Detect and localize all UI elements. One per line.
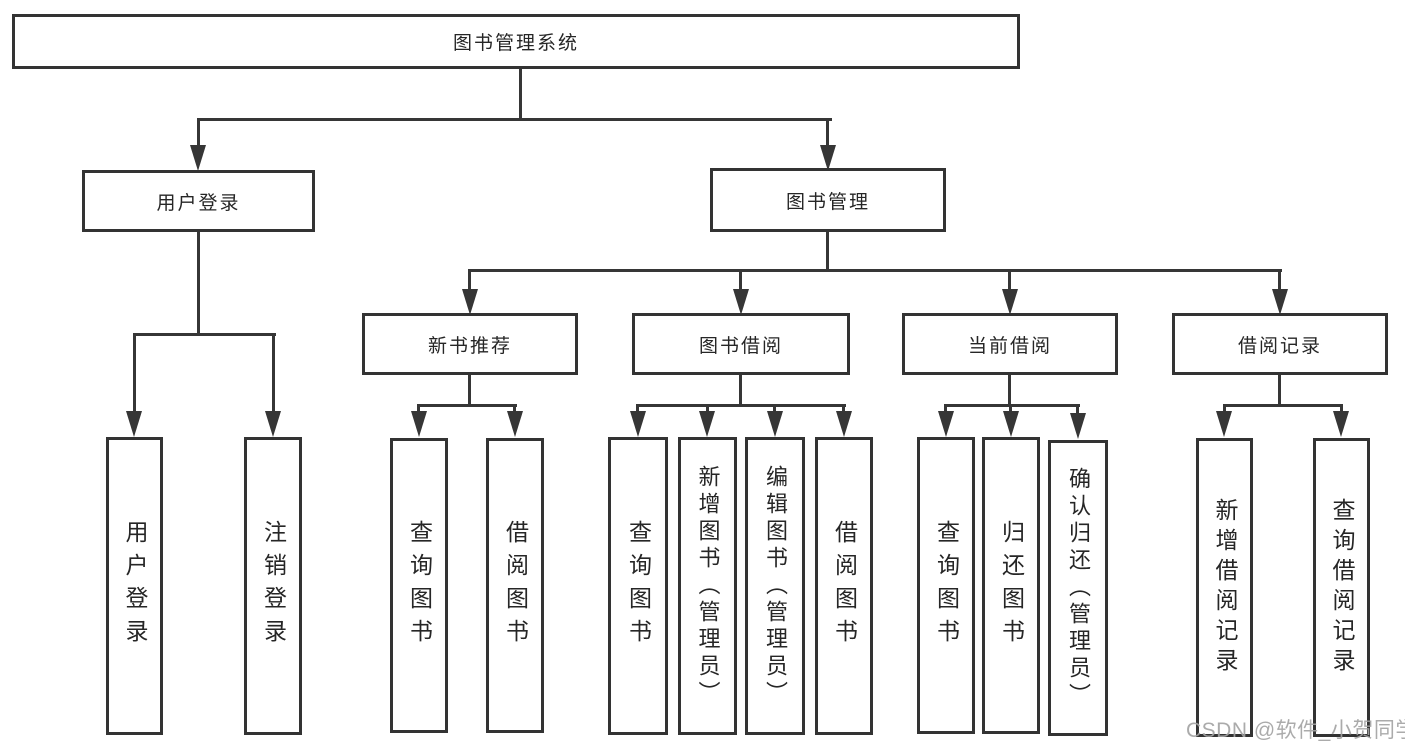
connector-drop-leaf-logout [272,333,275,413]
connector-drop-records-add [1223,404,1226,414]
connector-level3-branch [468,269,1282,272]
connector-drop-book-management [826,118,829,146]
leaf-recommend-query-books: 查询图书 [390,438,448,733]
node-root: 图书管理系统 [12,14,1020,69]
connector-user-login-stem [197,232,200,335]
connector-drop-current-query [944,404,947,414]
leaf-user-login: 用户登录 [106,437,163,735]
leaf-logout: 注销登录 [244,437,302,735]
connector-book-management-stem [826,232,829,272]
leaf-borrow-borrow-books: 借阅图书 [815,437,873,735]
arrow-book-management [820,145,836,171]
arrow-current-borrow [1002,289,1018,315]
connector-drop-recommend-query [417,404,420,414]
arrow-current-return [1003,411,1019,437]
connector-current-borrow-stem [1008,375,1011,406]
leaf-records-add-record: 新增借阅记录 [1196,438,1253,737]
arrow-borrow-borrow [836,411,852,437]
arrow-book-borrow [733,289,749,315]
connector-drop-borrow-edit [773,404,776,414]
leaf-borrow-query-books: 查询图书 [608,437,668,735]
node-user-login: 用户登录 [82,170,315,232]
connector-borrow-records-branch [1223,404,1343,407]
arrow-current-confirm [1070,413,1086,439]
connector-drop-borrow-records [1278,269,1281,291]
connector-drop-leaf-user-login [133,333,136,413]
leaf-borrow-add-books-admin: 新增图书（管理员） [678,437,737,735]
node-book-borrow: 图书借阅 [632,313,850,375]
arrow-leaf-user-login [126,411,142,437]
arrow-records-query [1333,411,1349,437]
arrow-borrow-records [1272,289,1288,315]
connector-drop-recommend-borrow [513,404,516,414]
leaf-borrow-edit-books-admin: 编辑图书（管理员） [745,437,805,735]
arrow-recommend-query [411,411,427,437]
leaf-current-confirm-return-admin: 确认归还（管理员） [1048,440,1108,736]
connector-drop-current-borrow [1008,269,1011,291]
connector-root-stem [519,69,522,121]
connector-new-book-recommend-stem [468,375,471,406]
arrow-current-query [938,411,954,437]
arrow-records-add [1216,411,1232,437]
arrow-leaf-logout [265,411,281,437]
arrow-user-login [190,145,206,171]
connector-current-borrow-branch [944,404,1080,407]
arrow-borrow-edit [767,411,783,437]
connector-drop-current-confirm [1076,404,1079,414]
connector-borrow-records-stem [1278,375,1281,406]
leaf-current-return-books: 归还图书 [982,437,1040,734]
connector-drop-book-borrow [739,269,742,291]
connector-drop-borrow-query [636,404,639,414]
arrow-new-book-recommend [462,289,478,315]
connector-drop-new-book-recommend [468,269,471,291]
connector-drop-current-return [1009,404,1012,414]
node-borrow-records: 借阅记录 [1172,313,1388,375]
connector-drop-borrow-add [706,404,709,414]
connector-book-borrow-stem [739,375,742,406]
arrow-borrow-add [699,411,715,437]
leaf-recommend-borrow-books: 借阅图书 [486,438,544,733]
connector-book-borrow-branch [636,404,846,407]
connector-drop-user-login [197,118,200,146]
connector-new-book-recommend-branch [417,404,517,407]
leaf-current-query-books: 查询图书 [917,437,975,734]
leaf-records-query-record: 查询借阅记录 [1313,438,1370,737]
connector-drop-borrow-borrow [842,404,845,414]
node-book-management: 图书管理 [710,168,946,232]
connector-level2-branch [197,118,832,121]
watermark-text: CSDN @软件_小贺同学 [1186,719,1405,742]
arrow-recommend-borrow [507,411,523,437]
arrow-borrow-query [630,411,646,437]
connector-user-login-branch [133,333,276,336]
connector-drop-records-query [1340,404,1343,414]
node-new-book-recommend: 新书推荐 [362,313,578,375]
node-current-borrow: 当前借阅 [902,313,1118,375]
